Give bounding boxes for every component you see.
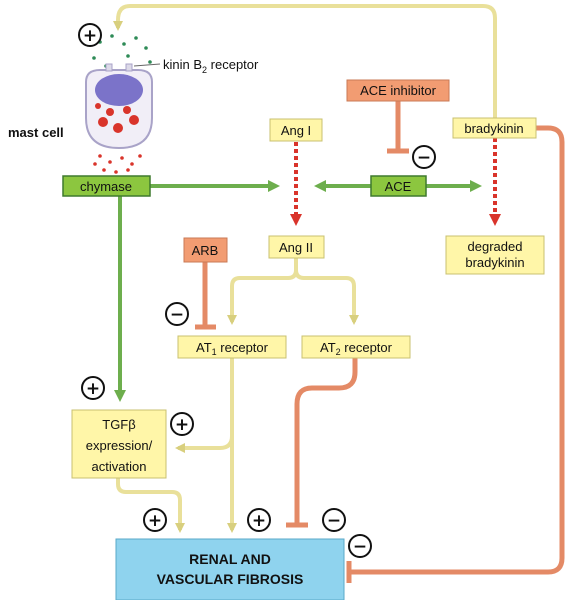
minus-sign-at2-fibrosis: − — [322, 508, 346, 532]
at1-receptor-label: AT1 receptor — [196, 340, 269, 357]
plus-sign-at1-fibrosis: + — [247, 508, 271, 532]
bradykinin-to-mast-cell-arrow — [113, 3, 497, 118]
ang1-label: Ang I — [281, 123, 311, 138]
svg-text:+: + — [252, 511, 266, 531]
plus-sign-mast-cell: + — [78, 23, 102, 47]
ang2-box: Ang II — [268, 235, 325, 259]
mast-cell-illustration — [85, 34, 161, 174]
tgf-to-fibrosis-arrow — [116, 478, 185, 533]
mast-cell-nucleus — [95, 74, 143, 106]
receptor-knobs — [105, 63, 133, 72]
ace-inhibitor-label: ACE inhibitor — [360, 83, 437, 98]
plus-sign-chymase-tgf: + — [81, 376, 105, 400]
svg-text:+: + — [175, 415, 189, 435]
fibrosis-label-line2: VASCULAR FIBROSIS — [157, 571, 304, 587]
arb-label: ARB — [192, 243, 219, 258]
bradykinin-box: bradykinin — [452, 117, 537, 139]
tgf-beta-box: TGFβ expression/ activation — [71, 409, 167, 479]
degraded-label-line1: degraded — [468, 239, 523, 254]
arb-box: ARB — [183, 237, 228, 263]
tgf-label-line2: expression/ — [86, 438, 153, 453]
chymase-label: chymase — [80, 179, 132, 194]
at2-inhibition-line — [294, 358, 358, 524]
bradykinin-label: bradykinin — [464, 121, 523, 136]
mast-cell-granules — [95, 103, 139, 133]
degraded-label-line2: bradykinin — [465, 255, 524, 270]
svg-text:+: + — [148, 511, 162, 531]
ace-inhibitor-box: ACE inhibitor — [346, 79, 450, 102]
chymase-box: chymase — [62, 175, 151, 197]
tgf-label-line3: activation — [92, 459, 147, 474]
at1-to-tgf-arrow — [175, 435, 234, 453]
plus-sign-tgf-fibrosis: + — [143, 508, 167, 532]
svg-text:−: − — [327, 511, 341, 531]
svg-text:+: + — [86, 379, 100, 399]
ang1-box: Ang I — [269, 118, 323, 142]
bradykinin-inhibition-line — [350, 125, 565, 575]
minus-sign-arb: − — [165, 302, 189, 326]
ang2-to-at2-arrow — [294, 269, 359, 325]
at1-receptor-box: AT1 receptor — [177, 335, 287, 359]
svg-text:−: − — [353, 537, 367, 557]
at2-receptor-label: AT2 receptor — [320, 340, 393, 357]
fibrosis-label-line1: RENAL AND — [189, 551, 271, 567]
minus-sign-ace: − — [412, 145, 436, 169]
ace-box: ACE — [370, 175, 427, 197]
released-granules — [93, 154, 142, 174]
fibrosis-box: RENAL AND VASCULAR FIBROSIS — [115, 538, 345, 600]
mast-cell-label: mast cell — [8, 125, 64, 140]
svg-text:−: − — [417, 148, 431, 168]
plus-sign-at1-tgf: + — [170, 412, 194, 436]
svg-text:+: + — [83, 26, 97, 46]
tgf-label-line1: TGFβ — [102, 417, 135, 432]
ang2-to-at1-arrow — [227, 258, 298, 325]
ang2-label: Ang II — [279, 240, 313, 255]
minus-sign-bradykinin-fibrosis: − — [348, 534, 372, 558]
kinin-receptor-label: kinin B2 receptor — [163, 57, 259, 75]
svg-text:−: − — [170, 305, 184, 325]
ace-label: ACE — [385, 179, 412, 194]
kinin-receptor-pointer — [133, 63, 161, 67]
at2-receptor-box: AT2 receptor — [301, 335, 411, 359]
degraded-bradykinin-box: degraded bradykinin — [445, 235, 545, 275]
